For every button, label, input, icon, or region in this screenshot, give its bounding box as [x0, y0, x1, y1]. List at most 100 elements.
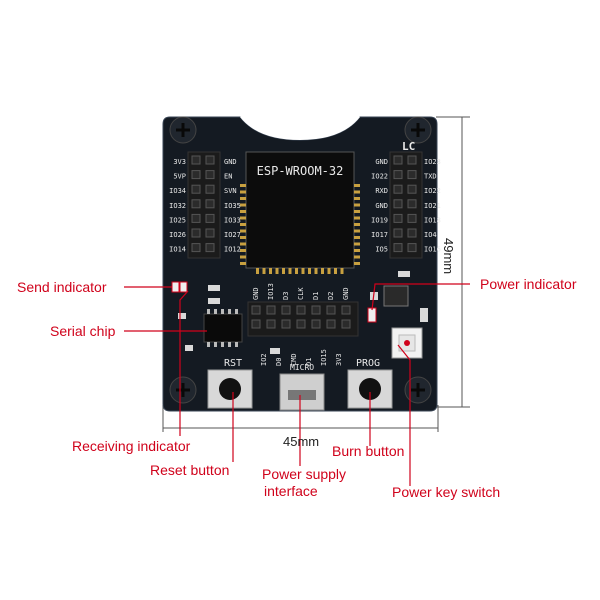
left-pin-label: IO32 [169, 202, 186, 210]
header-pin [205, 213, 215, 223]
header-pin [205, 170, 215, 180]
header-pin [191, 170, 201, 180]
receiving-indicator-label: Receiving indicator [72, 438, 191, 454]
socket-pin [240, 242, 246, 246]
prog-label: PROG [356, 358, 380, 369]
receive-led [179, 281, 188, 293]
bottom-pin-label: D2 [327, 292, 335, 300]
right-inner-pin-label: RXD [375, 187, 388, 195]
screw-top-right [404, 116, 432, 144]
socket-pin [256, 268, 259, 274]
left-pin-label: IO34 [169, 187, 186, 195]
socket-pin [354, 236, 360, 239]
bottom-pin-label: IO15 [320, 349, 328, 366]
header-pin [407, 243, 417, 253]
right-pin-label: TXD [424, 173, 437, 181]
reset-button[interactable] [207, 369, 253, 409]
socket-pin [240, 223, 246, 226]
socket-pin [240, 203, 246, 207]
reset-button-label: Reset button [150, 462, 230, 478]
header-pin [393, 243, 403, 253]
header-pin [205, 184, 215, 194]
header-pin [296, 319, 306, 329]
header-pin [191, 228, 201, 238]
header-pin [205, 199, 215, 209]
left-pin-label: IO25 [169, 216, 186, 224]
header-pin [311, 319, 321, 329]
socket-pin [321, 268, 324, 274]
socket-pin [334, 268, 337, 274]
header-pin [205, 155, 215, 165]
power-supply-label-line1: Power supply [262, 466, 347, 482]
power-key-switch[interactable] [391, 327, 423, 359]
micro-label: MICRO [290, 363, 314, 372]
header-pin [407, 213, 417, 223]
socket-pin [240, 184, 246, 187]
header-pin [191, 213, 201, 223]
power-indicator-label: Power indicator [480, 276, 577, 292]
header-pin [281, 319, 291, 329]
micro-usb-port[interactable] [279, 373, 325, 411]
right-inner-pin-label: IO17 [371, 231, 388, 239]
header-pin [205, 243, 215, 253]
socket-pin [354, 210, 360, 213]
left-inner-pin-label: IO35 [224, 202, 241, 210]
header-pin [393, 213, 403, 223]
bottom-pin-label: IO2 [260, 353, 268, 366]
header-pin [251, 319, 261, 329]
socket-pin [282, 268, 285, 274]
bottom-pin-label: 3V3 [335, 353, 343, 366]
right-pin-label: IO21 [424, 202, 441, 210]
power-supply-label-line2: interface [264, 483, 318, 499]
bottom-pin-label: CLK [297, 287, 305, 300]
socket-pin [354, 190, 360, 194]
header-pin [326, 305, 336, 315]
left-inner-pin-label: SVN [224, 187, 237, 195]
header-pin [251, 305, 261, 315]
power-led [367, 307, 377, 323]
header-pin [393, 199, 403, 209]
send-led [171, 281, 180, 293]
left-inner-pin-label: IO27 [224, 231, 241, 239]
left-pin-header [187, 151, 221, 259]
socket-pin [240, 210, 246, 213]
socket-pin [240, 190, 246, 194]
header-pin [266, 305, 276, 315]
bottom-pin-label: D1 [305, 358, 313, 366]
left-pin-label: 3V3 [173, 158, 186, 166]
socket-pin [314, 268, 318, 274]
left-inner-pin-label: IO33 [224, 216, 241, 224]
socket-pin [295, 268, 298, 274]
left-pin-label: IO26 [169, 231, 186, 239]
socket-pin [240, 249, 246, 252]
mounting-screws [169, 116, 432, 404]
header-pin [407, 184, 417, 194]
header-pin [191, 243, 201, 253]
right-pin-label: IO16 [424, 246, 441, 254]
header-pin [311, 305, 321, 315]
width-dimension: 45mm [283, 434, 320, 449]
socket-pin [240, 216, 246, 220]
left-pin-label: IO14 [169, 246, 186, 254]
right-pin-label: IO4 [424, 231, 437, 239]
socket-pin [240, 255, 246, 259]
socket-pin [301, 268, 305, 274]
socket-pin [240, 197, 246, 200]
burn-button-label: Burn button [332, 443, 405, 459]
header-pin [393, 184, 403, 194]
socket-pin [354, 203, 360, 207]
socket-pin [354, 255, 360, 259]
right-pin-header [389, 151, 423, 259]
header-pin [393, 170, 403, 180]
socket-pin [354, 262, 360, 265]
height-dimension: 49mm [441, 238, 456, 275]
header-pin [281, 305, 291, 315]
socket-pin [354, 216, 360, 220]
header-pin [205, 228, 215, 238]
right-pin-label: IO22 [424, 187, 441, 195]
header-pin [341, 305, 351, 315]
header-pin [296, 305, 306, 315]
header-pin [407, 155, 417, 165]
socket-pin [354, 229, 360, 233]
